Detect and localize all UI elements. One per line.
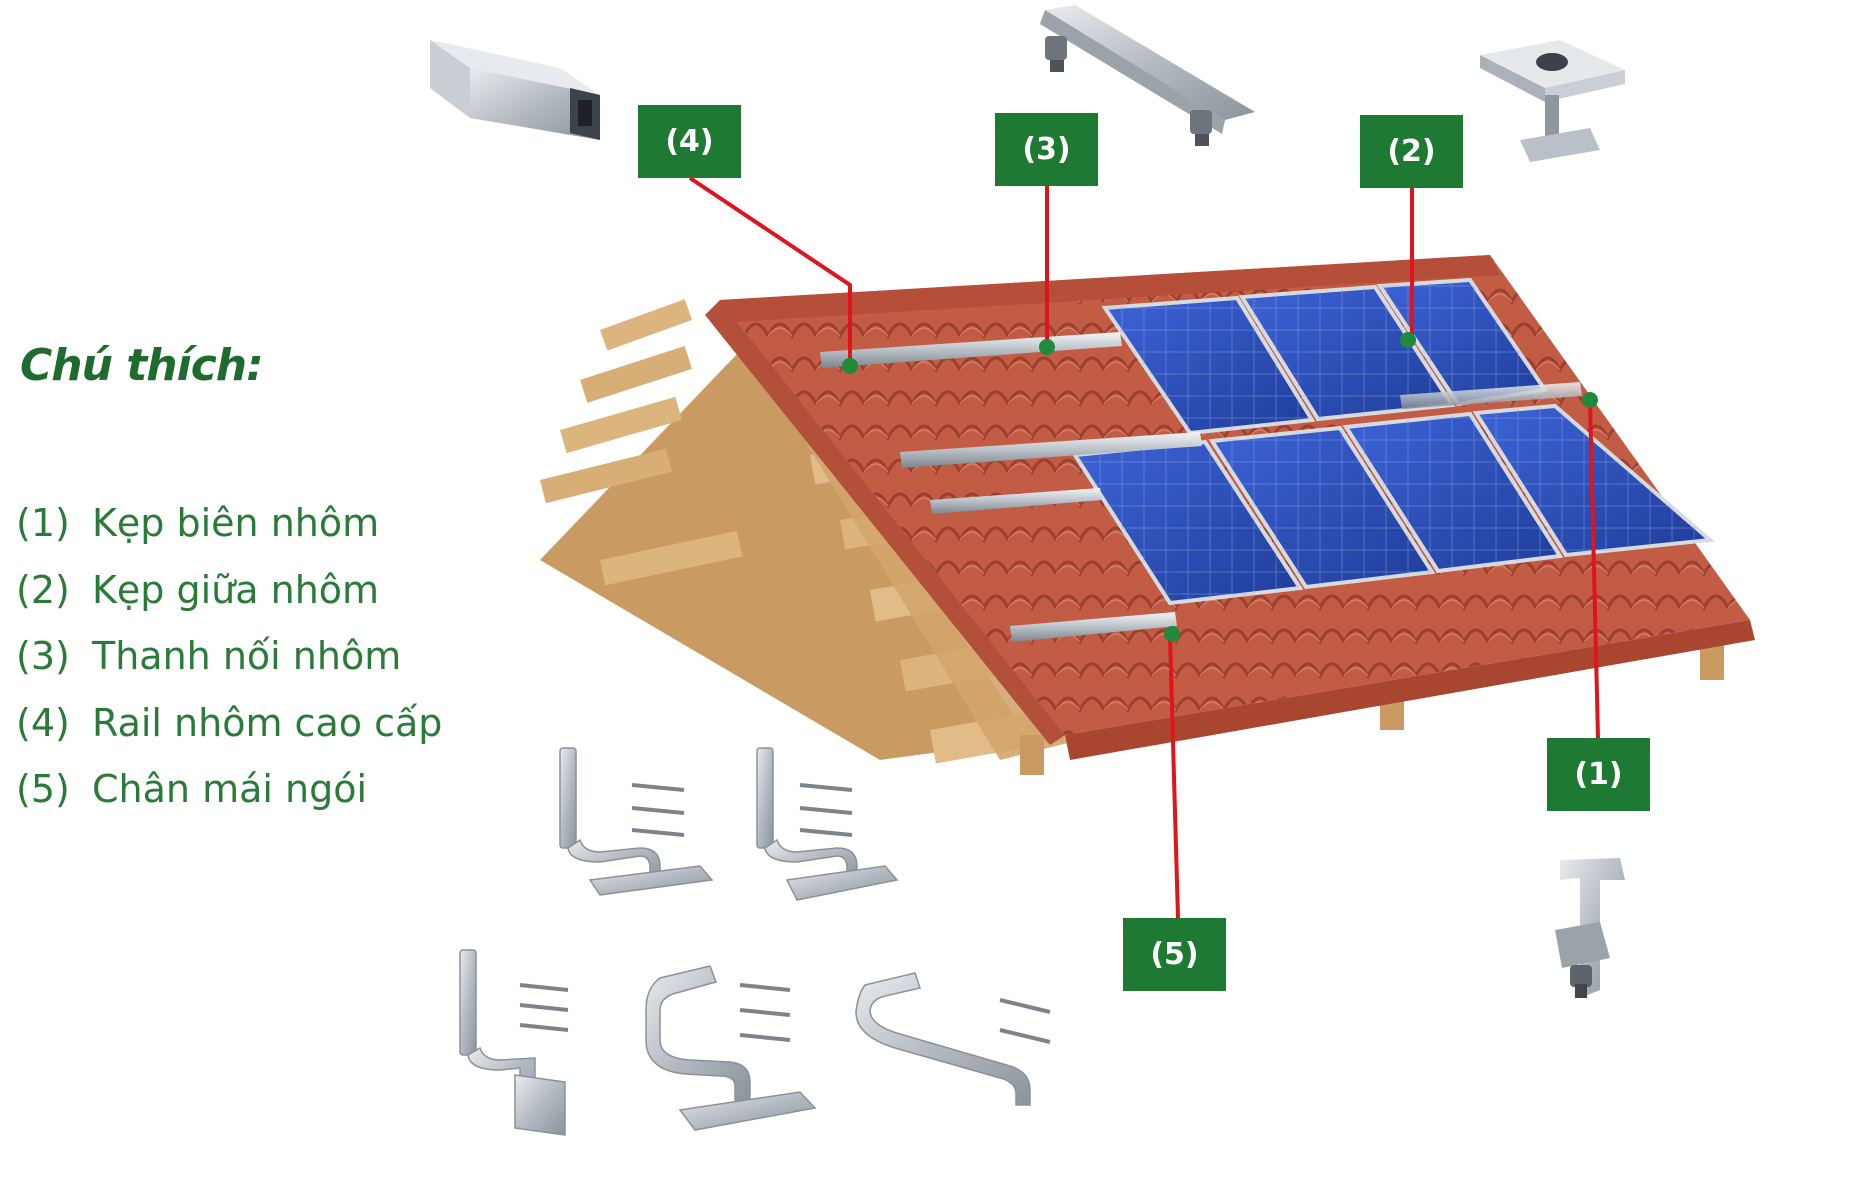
legend-label: Kẹp giữa nhôm [92,568,379,612]
legend-label: Chân mái ngói [92,767,367,811]
callout-3: (3) [995,113,1098,186]
legend-list: (1) Kẹp biên nhôm (2) Kẹp giữa nhôm (3) … [16,490,442,823]
end-clamp-product [1555,858,1625,998]
legend-number: (4) [16,701,92,745]
legend-item: (2) Kẹp giữa nhôm [16,557,442,624]
legend-title: Chú thích: [20,340,263,391]
callout-2: (2) [1360,115,1463,188]
callout-1: (1) [1547,738,1650,811]
legend-number: (2) [16,568,92,612]
legend-item: (1) Kẹp biên nhôm [16,490,442,557]
legend-item: (3) Thanh nối nhôm [16,623,442,690]
rail-profile-product [430,40,600,140]
mid-clamp-product [1480,40,1625,162]
roof-hook-products [460,748,1050,1135]
legend-label: Rail nhôm cao cấp [92,701,442,745]
legend-number: (3) [16,634,92,678]
callout-4: (4) [638,105,741,178]
legend-item: (5) Chân mái ngói [16,756,442,823]
callout-5: (5) [1123,918,1226,991]
legend-number: (5) [16,767,92,811]
legend-number: (1) [16,501,92,545]
legend-item: (4) Rail nhôm cao cấp [16,690,442,757]
legend-label: Thanh nối nhôm [92,634,401,678]
legend-label: Kẹp biên nhôm [92,501,379,545]
